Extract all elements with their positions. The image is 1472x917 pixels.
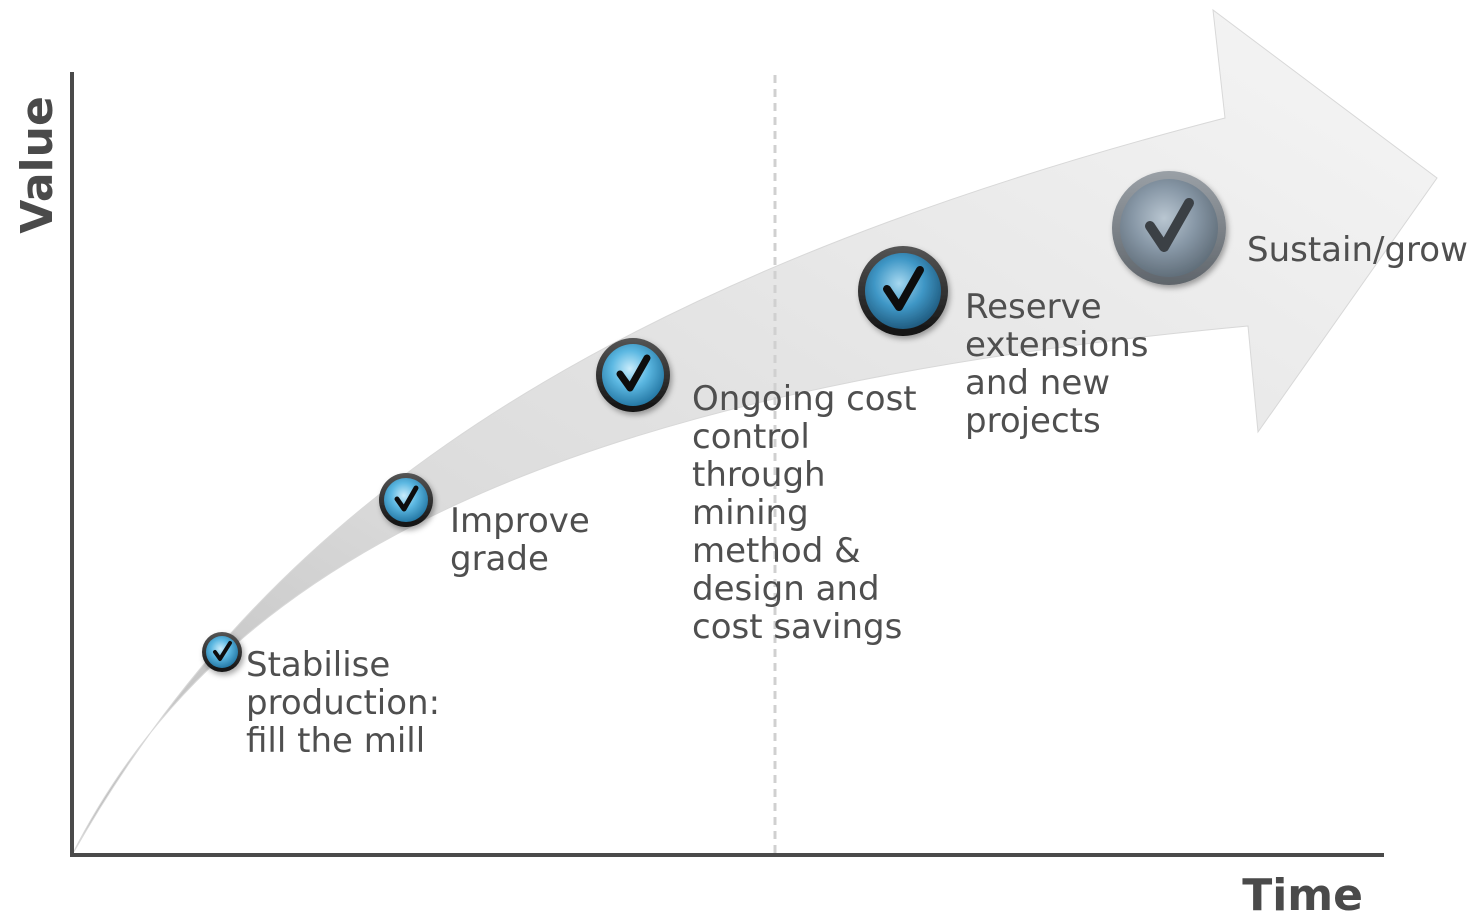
checkmark-icon: [858, 246, 948, 336]
checkmark-icon: [596, 338, 670, 412]
x-axis-title: Time: [1242, 870, 1363, 917]
step-label-sustain-grow: Sustain/grow: [1247, 230, 1468, 270]
step-label-reserve-extensions: Reserve extensions and new projects: [965, 287, 1149, 441]
checkmark-icon: [1112, 171, 1226, 285]
checkmark-icon: [202, 632, 242, 672]
growth-arrow: [71, 8, 1438, 856]
step-label-improve-grade: Improve grade: [450, 501, 590, 579]
step-label-stabilise: Stabilise production: fill the mill: [246, 645, 441, 761]
y-axis-title: Value: [12, 96, 63, 234]
checkmark-icon: [379, 473, 433, 527]
step-label-cost-control: Ongoing cost control through mining meth…: [692, 379, 917, 647]
